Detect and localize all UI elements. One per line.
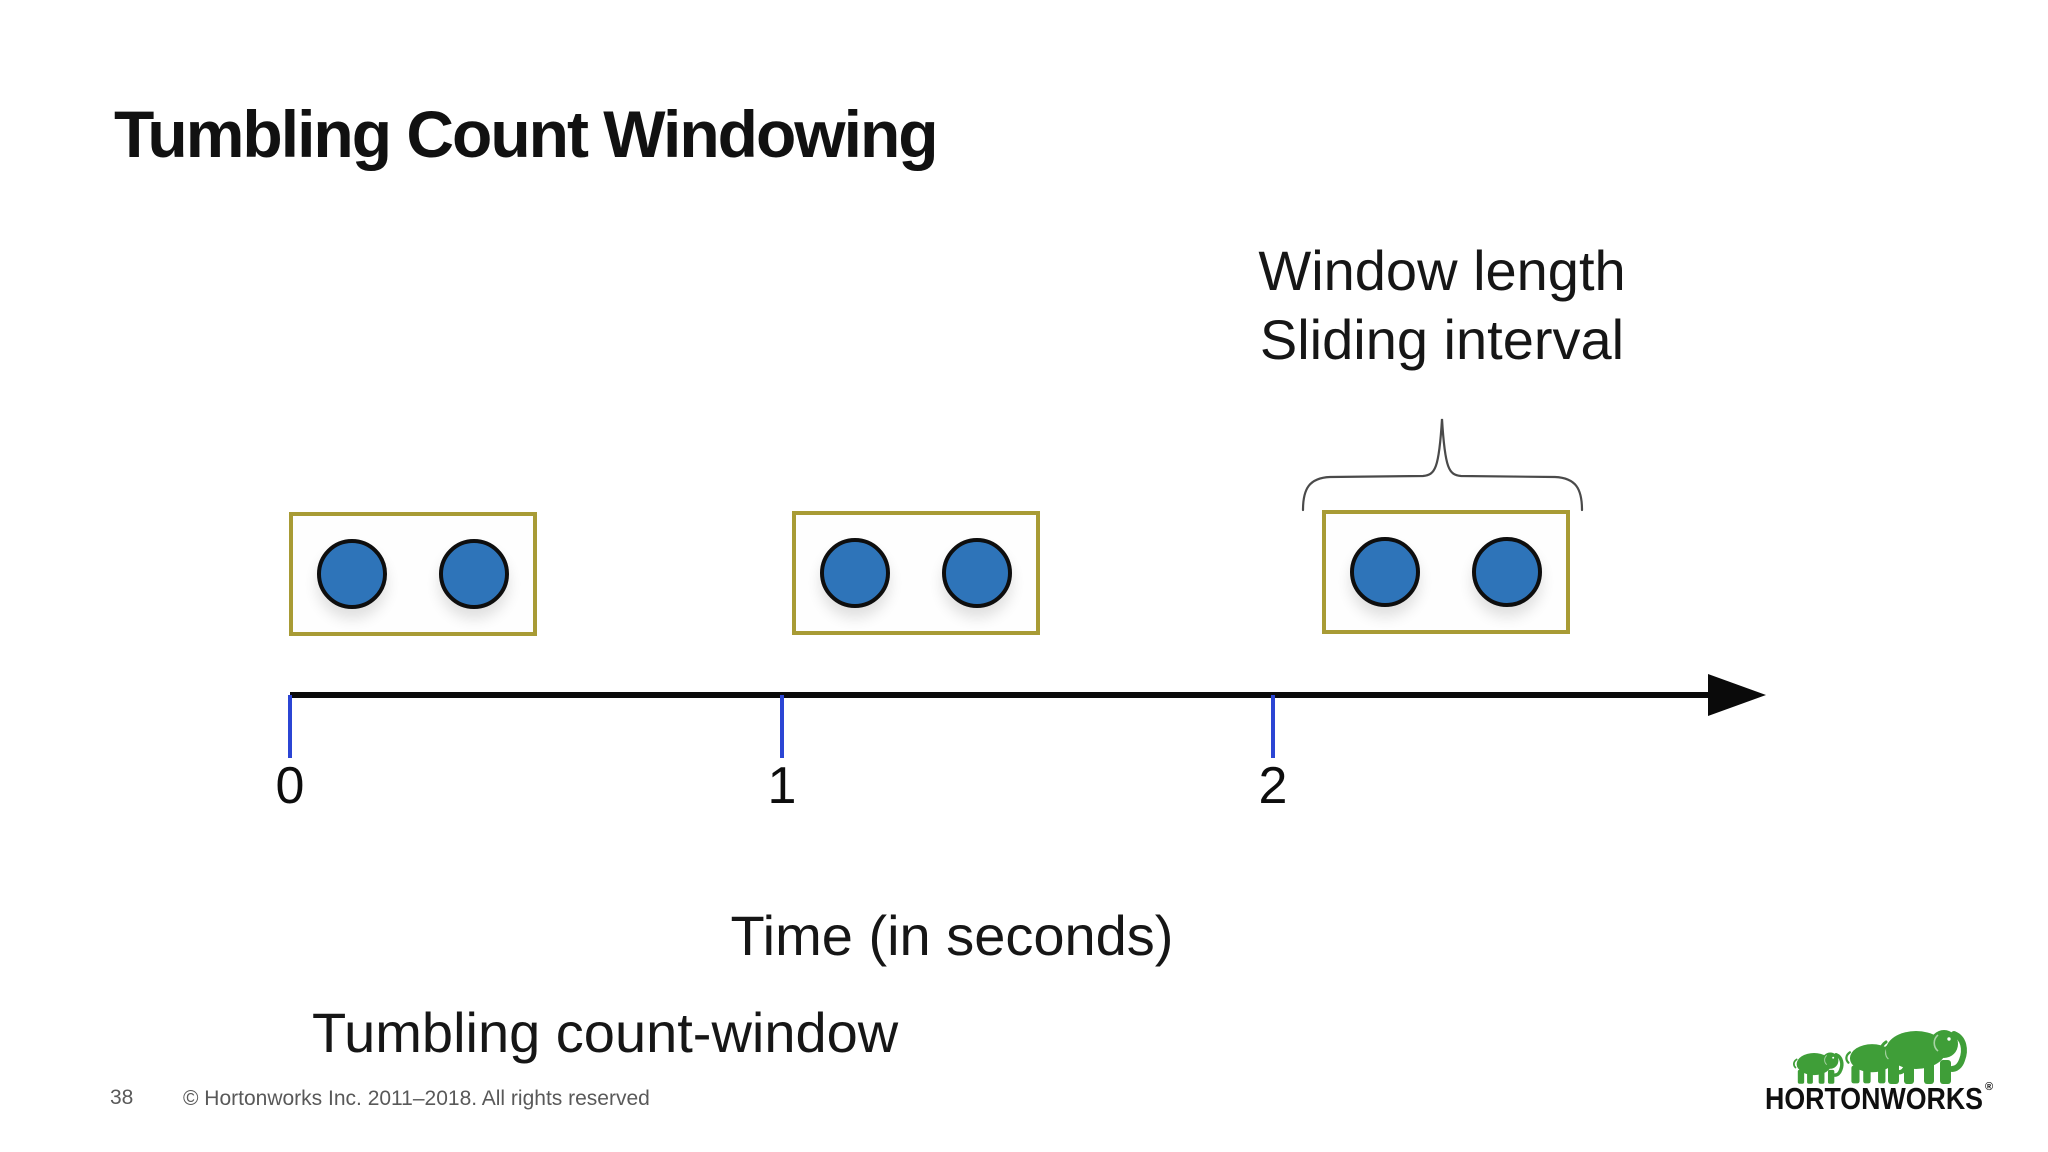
diagram-caption: Tumbling count-window bbox=[312, 1001, 899, 1064]
copyright-text: © Hortonworks Inc. 2011–2018. All rights… bbox=[183, 1087, 650, 1110]
count-window bbox=[792, 511, 1040, 635]
event-dot bbox=[1350, 537, 1420, 607]
tick-label-2: 2 bbox=[1258, 757, 1288, 815]
count-window bbox=[1322, 510, 1570, 634]
event-dot bbox=[439, 539, 509, 609]
elephant-icon bbox=[1879, 1030, 1967, 1084]
count-window bbox=[289, 512, 537, 636]
event-dot bbox=[942, 538, 1012, 608]
page-number: 38 bbox=[110, 1086, 134, 1109]
event-dot bbox=[1472, 537, 1542, 607]
tick-label-1: 1 bbox=[767, 757, 797, 815]
time-axis bbox=[288, 674, 1766, 758]
window-length-label: Window length bbox=[1258, 239, 1626, 302]
event-dot bbox=[820, 538, 890, 608]
hortonworks-logo: HORTONWORKS ® bbox=[1765, 1030, 1993, 1116]
slide-title: Tumbling Count Windowing bbox=[114, 97, 939, 171]
tick-label-0: 0 bbox=[275, 757, 305, 815]
window-annotation: Window length Sliding interval bbox=[1230, 236, 1654, 374]
event-dot bbox=[317, 539, 387, 609]
elephant-icon bbox=[1793, 1052, 1844, 1084]
axis-arrowhead-icon bbox=[1708, 674, 1766, 716]
curly-brace bbox=[1301, 418, 1584, 512]
logo-wordmark: HORTONWORKS bbox=[1765, 1081, 1983, 1116]
registered-mark: ® bbox=[1985, 1081, 1993, 1093]
sliding-interval-label: Sliding interval bbox=[1259, 308, 1625, 371]
axis-title: Time (in seconds) bbox=[730, 904, 1174, 967]
